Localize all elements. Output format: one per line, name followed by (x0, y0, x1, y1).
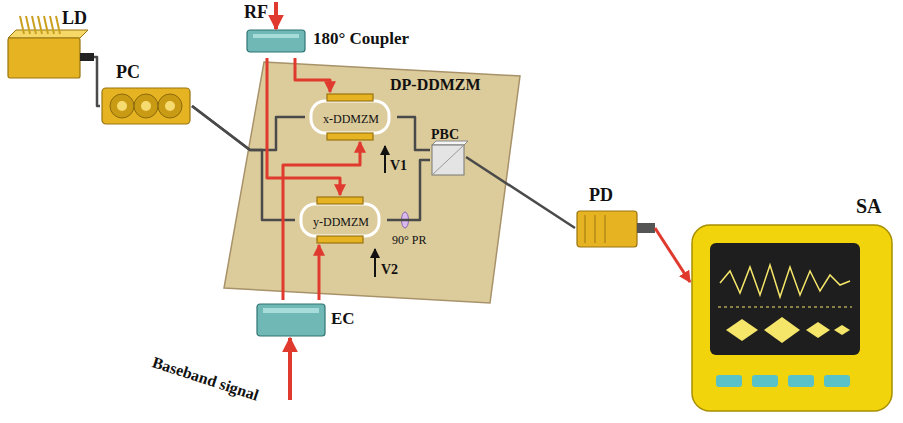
spectrum-analyzer-body-part (764, 317, 800, 343)
laser-diode-body-part (50, 16, 54, 34)
laser-diode-body-part (44, 16, 48, 34)
photodetector: PD (575, 185, 655, 255)
bias-arrow (384, 146, 386, 173)
device-label: LD (62, 8, 87, 28)
text-holder: x-DDMZM (305, 109, 397, 127)
y-modulator-body-part (317, 236, 363, 243)
y-modulator-body-part (317, 197, 363, 204)
polarization-controller-body-part (141, 101, 151, 111)
text-holder: V1 (390, 156, 407, 174)
baseband-input-arrow (288, 338, 292, 400)
x-modulator-body-part (327, 133, 373, 140)
polarization-beam-combiner-body-part (432, 145, 464, 175)
signal-name: RF (244, 2, 268, 22)
bias-voltage: V2 (381, 262, 398, 277)
device-label: PC (116, 62, 140, 82)
spectrum-analyzer-body-part (752, 375, 778, 387)
text-holder: 90° PR (392, 230, 426, 248)
text-holder: V2 (381, 260, 398, 278)
rf-coupler-body-part (253, 34, 299, 38)
x-modulator: x-DDMZM (305, 92, 397, 142)
polarization-controller-body-part (102, 88, 190, 124)
laser-diode-body-part (32, 16, 36, 34)
photodetector-body-part (595, 215, 596, 243)
laser-diode-body-part (38, 16, 42, 34)
y-modulator: y-DDMZM (295, 195, 387, 245)
spectrum-analyzer: SA (690, 195, 895, 415)
text-holder: PBC (431, 125, 459, 143)
photodetector-body-part (637, 223, 655, 233)
polarization-controller-body-part (165, 101, 175, 111)
signal-name: Baseband signal (150, 353, 261, 403)
spectrum-analyzer-body-part (692, 225, 892, 411)
x-modulator-body-part (327, 94, 373, 101)
polarization-controller-body-part (134, 94, 158, 118)
modulator-label: y-DDMZM (313, 215, 369, 229)
device-label: 180° Coupler (313, 29, 409, 48)
electrical-coupler-body-part (257, 304, 325, 336)
polarization-beam-combiner-body-part (432, 145, 464, 175)
spectrum-analyzer-body-part (710, 243, 860, 355)
spectrum-analyzer-body-part (718, 307, 852, 308)
electrical-coupler: EC (255, 300, 358, 340)
polarization-controller-body-part (110, 94, 134, 118)
bias-voltage: V1 (390, 158, 407, 173)
rf-connector (318, 245, 321, 300)
device-label: SA (856, 195, 882, 217)
bias-arrow (374, 249, 376, 277)
electrical-coupler-body-part (263, 308, 319, 313)
rf-coupler: 180° Coupler (245, 22, 420, 58)
text-holder: SA (856, 195, 882, 218)
modulator-chip-body (222, 60, 522, 305)
polarization-controller-body (100, 62, 192, 132)
text-holder: PC (116, 62, 140, 83)
y-modulator-body-part (301, 204, 379, 236)
chip-label: DP-DDMZM (390, 76, 481, 93)
polarization-beam-combiner: PBC (430, 125, 466, 177)
text-holder: Baseband signal (150, 353, 261, 405)
laser-diode-body-part (80, 53, 94, 61)
modulator-label: x-DDMZM (323, 112, 379, 126)
spectrum-analyzer-body-part (726, 319, 758, 341)
modulator-chip-body-part (224, 62, 520, 303)
spectrum-analyzer-body-part (716, 375, 742, 387)
modulator-chip: DP-DDMZM x-DDMZM y-DDMZM PBC (222, 60, 522, 305)
text-holder: EC (331, 309, 355, 329)
text-holder: 180° Coupler (313, 29, 409, 49)
device-label: PD (589, 185, 613, 205)
text-holder: DP-DDMZM (390, 76, 481, 94)
laser-diode-body-part (26, 16, 30, 34)
photodetector-body-part (585, 215, 586, 243)
polarization-controller-body-part (158, 94, 182, 118)
fiber-connector (94, 57, 100, 106)
polarization-controller-body-part (117, 101, 127, 111)
laser-diode: LD (6, 8, 94, 88)
text-holder: LD (62, 8, 87, 29)
rf-connector (655, 228, 690, 282)
text-holder: y-DDMZM (295, 212, 387, 230)
photodetector-body (575, 185, 655, 255)
photodetector-body-part (577, 211, 637, 247)
spectrum-analyzer-body-part (834, 325, 850, 335)
text-holder: RF (244, 2, 268, 23)
device-label: EC (331, 309, 355, 328)
spectrum-analyzer-body-part (824, 375, 850, 387)
spectrum-analyzer-body-part (806, 322, 830, 338)
rf-coupler-body-part (247, 30, 305, 52)
x-modulator-body-part (311, 101, 389, 133)
spectrum-analyzer-body-part (720, 265, 850, 297)
spectrum-analyzer-body (690, 195, 895, 415)
device-label: PBC (431, 127, 459, 142)
rf-input-arrow (274, 2, 278, 29)
spectrum-analyzer-body-part (788, 375, 814, 387)
laser-diode-body-part (20, 16, 24, 34)
laser-diode-body-part (56, 16, 60, 34)
laser-diode-body-part (8, 38, 80, 78)
polarization-controller: PC (100, 62, 192, 132)
part-name: 90° PR (392, 233, 426, 247)
text-holder: PD (589, 185, 613, 206)
photodetector-body-part (605, 215, 606, 243)
